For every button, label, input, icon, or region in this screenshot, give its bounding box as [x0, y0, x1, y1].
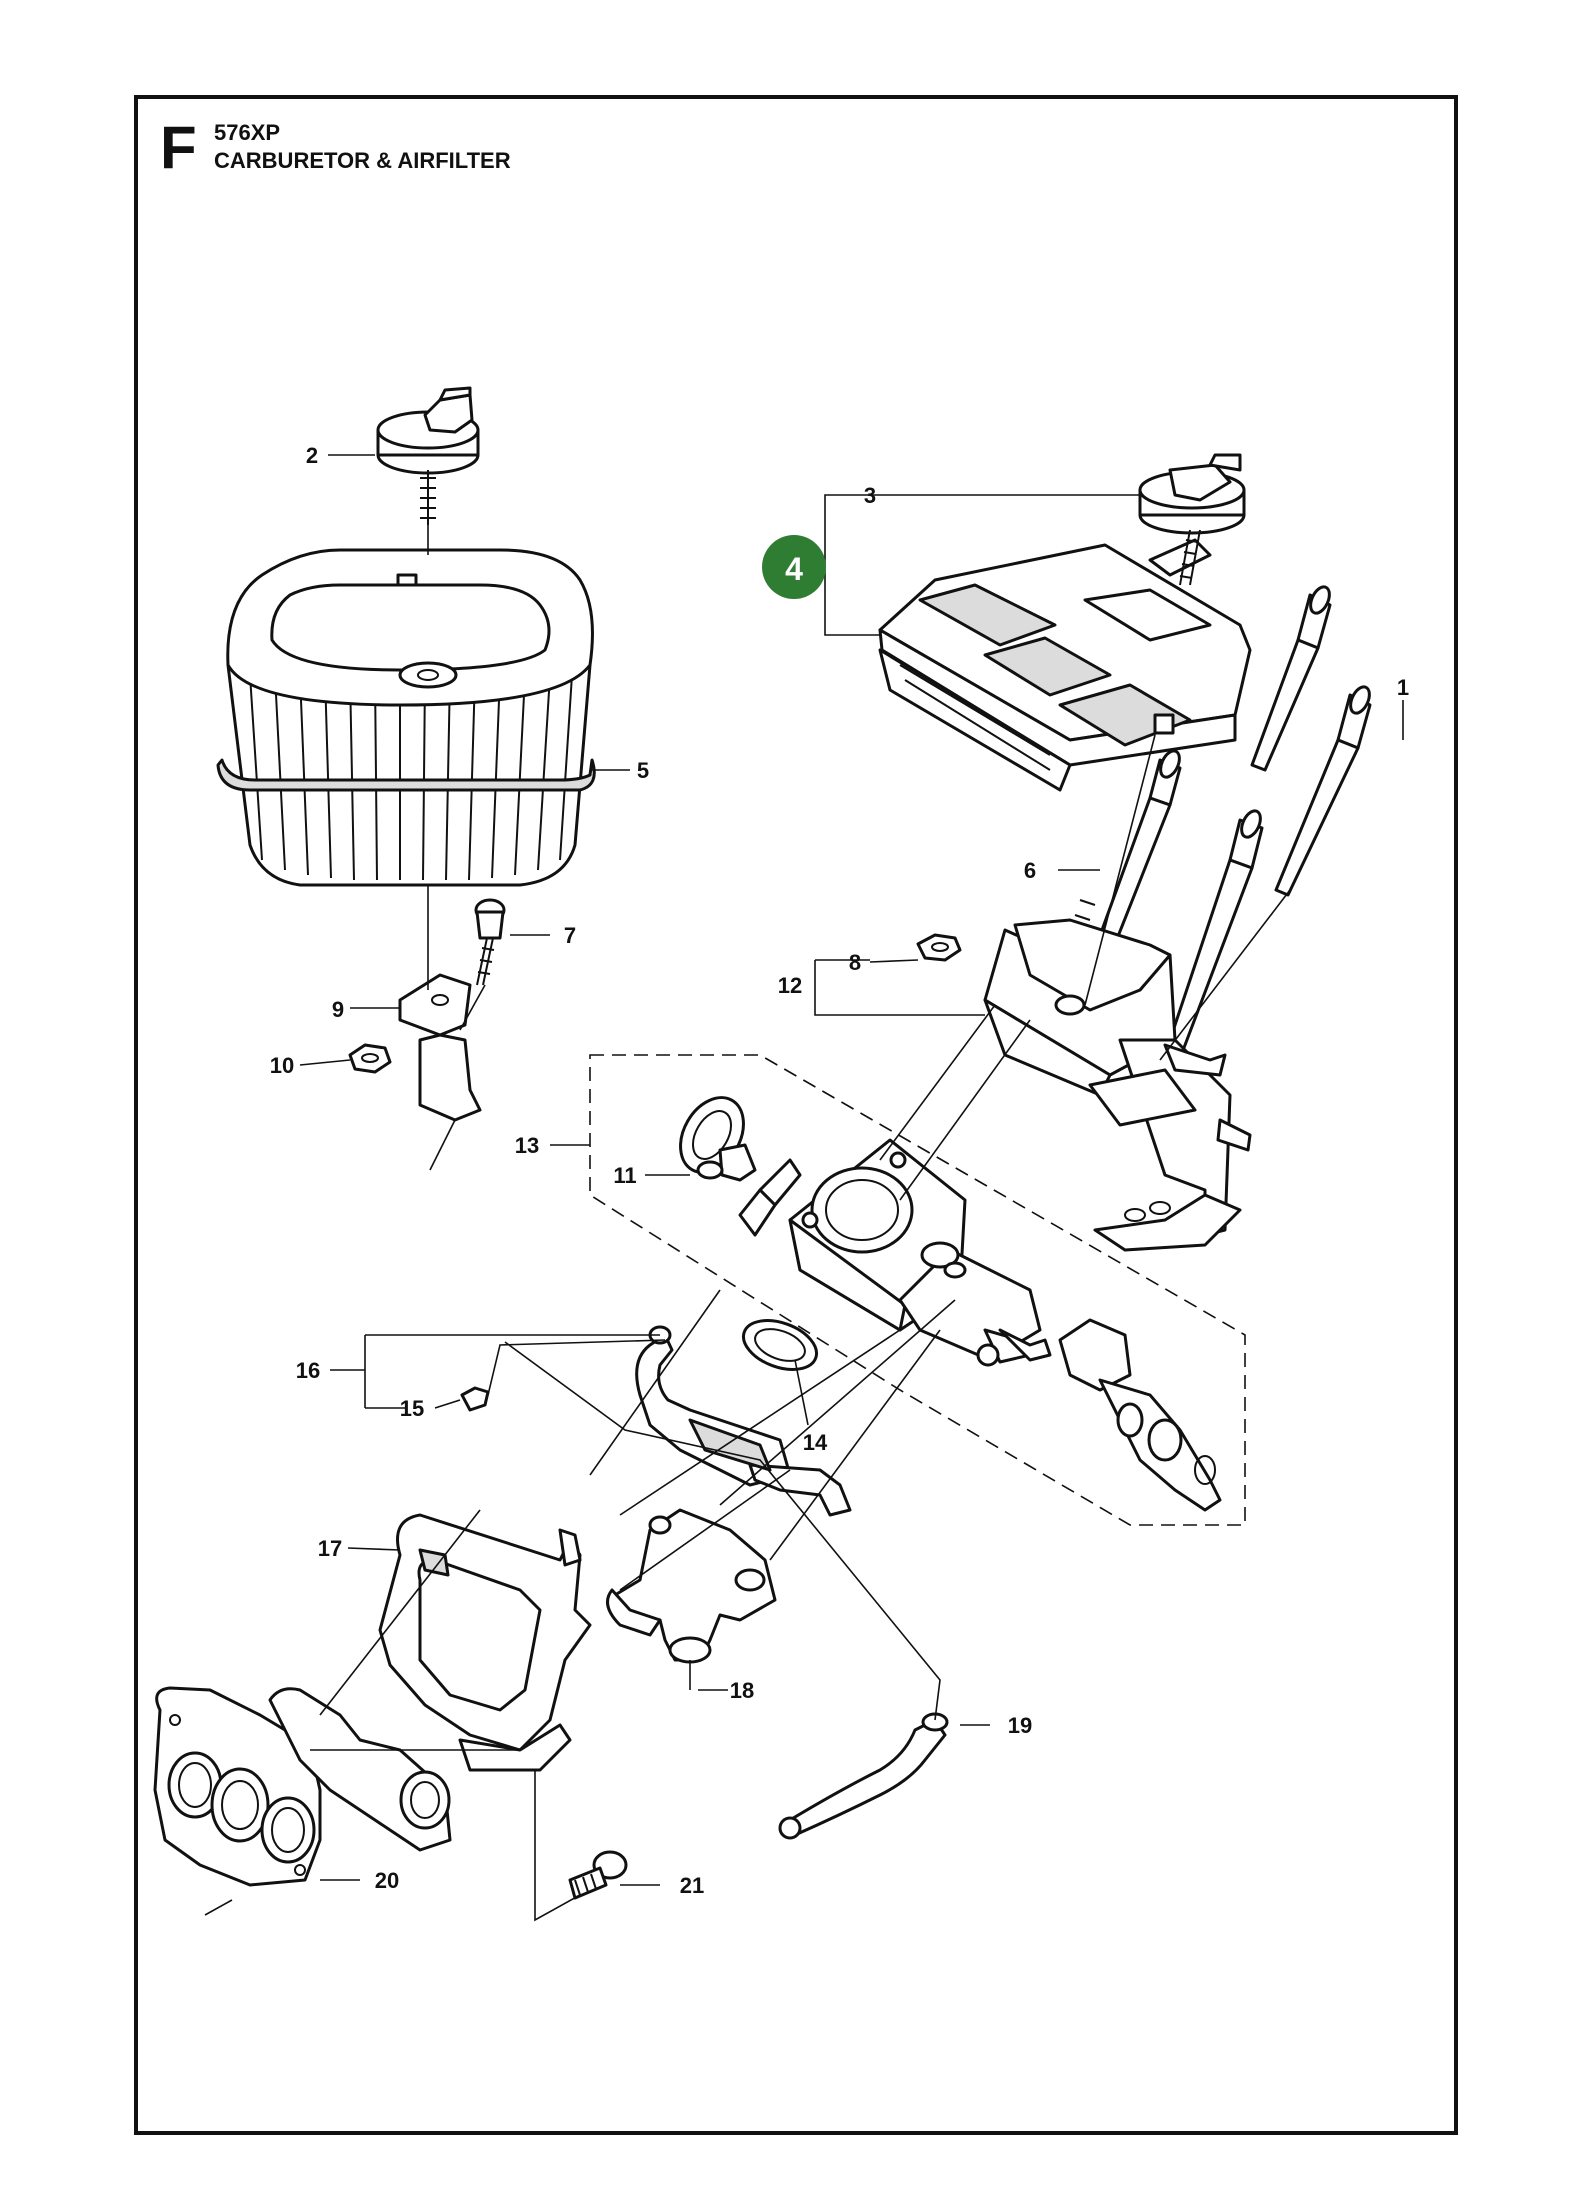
callout-leaders — [299, 454, 1404, 1922]
choke-lever — [1058, 1318, 1222, 1512]
kit-badge-label: 4 — [785, 551, 803, 587]
assembly-axis-lines — [204, 525, 1291, 1916]
callout-10: 10 — [270, 1053, 294, 1078]
callout-11: 11 — [613, 1163, 636, 1188]
callout-12: 12 — [778, 973, 802, 998]
part-3-cover-knob — [1138, 453, 1246, 586]
section-title: CARBURETOR & AIRFILTER — [214, 148, 511, 173]
part-19-fuel-hose — [778, 1712, 949, 1840]
callout-19: 19 — [1008, 1713, 1032, 1738]
callout-8: 8 — [849, 950, 861, 975]
section-letter: F — [160, 114, 197, 181]
callout-5: 5 — [637, 758, 649, 783]
callout-14: 14 — [803, 1430, 828, 1455]
part-9-bracket — [398, 973, 482, 1122]
page-frame — [134, 95, 1458, 2135]
callout-13: 13 — [515, 1133, 539, 1158]
callout-20: 20 — [375, 1868, 399, 1893]
callout-labels: 1 2 3 5 6 7 8 9 10 11 12 13 14 15 16 17 … — [270, 443, 1409, 1898]
callout-7: 7 — [564, 923, 576, 948]
part-14-gasket — [742, 1319, 818, 1371]
part-8-nut — [916, 933, 962, 962]
part-13-kit-outline — [589, 1054, 1246, 1526]
part-5-air-filter — [216, 548, 596, 887]
part-16-throttle-link — [635, 1325, 852, 1517]
callout-17: 17 — [318, 1536, 342, 1561]
part-17-base-plate — [378, 1513, 592, 1772]
carburetor-body — [738, 1138, 1052, 1367]
callout-15: 15 — [400, 1396, 424, 1421]
part-18-intake-adapter — [606, 1508, 777, 1664]
part-20-intake-manifold — [153, 1686, 452, 1887]
kit-badge-4: 4 — [762, 535, 826, 599]
part-3-filter-cover — [878, 538, 1252, 792]
callout-21: 21 — [680, 1873, 704, 1898]
callout-1: 1 — [1397, 675, 1409, 700]
callout-9: 9 — [332, 997, 344, 1022]
part-15-clip — [460, 1386, 490, 1412]
callout-18: 18 — [730, 1678, 754, 1703]
part-21-screw — [568, 1850, 628, 1900]
model-name: 576XP — [214, 120, 281, 145]
part-10-nut — [348, 1043, 392, 1074]
part-12-bracket — [983, 918, 1252, 1252]
callout-16: 16 — [296, 1358, 320, 1383]
callout-2: 2 — [306, 443, 318, 468]
part-11-primer — [679, 1096, 757, 1182]
callout-3: 3 — [864, 483, 876, 508]
callout-6: 6 — [1024, 858, 1036, 883]
part-7-screw — [474, 898, 506, 986]
part-1-bolts — [1250, 585, 1372, 897]
part-2-filter-knob — [376, 386, 480, 525]
